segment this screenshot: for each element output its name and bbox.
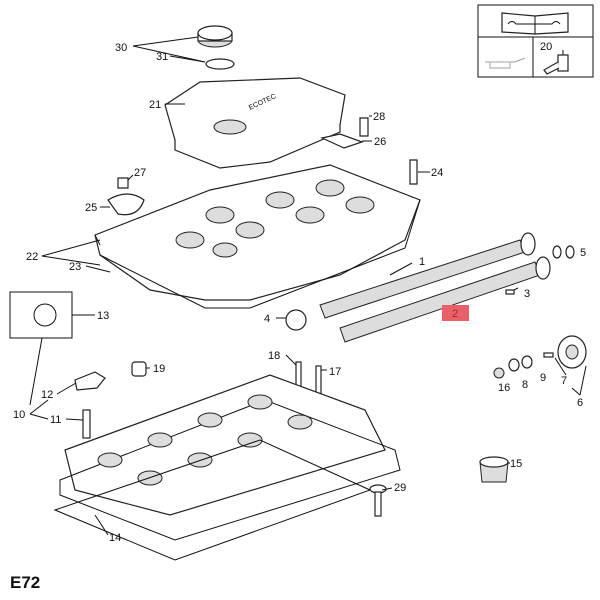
callout-31[interactable]: 31 bbox=[156, 51, 168, 63]
callout-8[interactable]: 8 bbox=[522, 379, 528, 391]
callout-13[interactable]: 13 bbox=[97, 310, 109, 322]
pin-9 bbox=[543, 352, 554, 358]
callout-28[interactable]: 28 bbox=[373, 111, 385, 123]
sensor-25 bbox=[107, 193, 145, 216]
callout-26[interactable]: 26 bbox=[374, 136, 386, 148]
repair-manual-icon bbox=[501, 12, 569, 35]
washer-8 bbox=[521, 355, 533, 369]
seal-5 bbox=[552, 245, 562, 259]
callout-15[interactable]: 15 bbox=[510, 458, 522, 470]
oil-seal-4 bbox=[285, 309, 307, 331]
camshaft-2 bbox=[339, 256, 551, 343]
oil-filler-cap bbox=[197, 25, 233, 48]
callout-5[interactable]: 5 bbox=[580, 247, 586, 259]
callout-22[interactable]: 22 bbox=[26, 251, 38, 263]
callout-29[interactable]: 29 bbox=[394, 482, 406, 494]
callout-14[interactable]: 14 bbox=[109, 532, 121, 544]
callout-2-highlight bbox=[442, 305, 469, 321]
camshaft-housing bbox=[94, 164, 421, 309]
leader-lines bbox=[29, 36, 587, 536]
cap-seal-ring bbox=[205, 58, 235, 70]
callout-16[interactable]: 16 bbox=[498, 382, 510, 394]
callout-7[interactable]: 7 bbox=[561, 375, 567, 387]
key-3 bbox=[505, 289, 515, 295]
callout-4[interactable]: 4 bbox=[264, 313, 270, 325]
legend-box: 20 bbox=[477, 4, 594, 78]
callout-12[interactable]: 12 bbox=[41, 389, 53, 401]
bolt-16 bbox=[493, 367, 505, 379]
sprocket-6 bbox=[557, 335, 587, 369]
oil-can-icon bbox=[485, 57, 526, 69]
callout-17[interactable]: 17 bbox=[329, 366, 341, 378]
bracket-12 bbox=[74, 371, 106, 391]
bolt-24 bbox=[409, 159, 418, 185]
bolt-27 bbox=[117, 177, 129, 189]
callout-21[interactable]: 21 bbox=[149, 99, 161, 111]
callout-27[interactable]: 27 bbox=[134, 167, 146, 179]
callout-10[interactable]: 10 bbox=[13, 409, 25, 421]
o-ring-13-box bbox=[9, 291, 73, 339]
stud-11 bbox=[82, 409, 91, 439]
cap-15 bbox=[479, 456, 509, 483]
gasket-26 bbox=[320, 133, 364, 149]
callout-labels: 30 31 21 28 26 27 25 24 22 23 1 5 3 2 4 … bbox=[13, 42, 586, 544]
callout-11[interactable]: 11 bbox=[50, 414, 61, 426]
callout-6[interactable]: 6 bbox=[577, 397, 583, 409]
bolt-28 bbox=[359, 117, 369, 137]
callout-30[interactable]: 30 bbox=[115, 42, 127, 54]
engine-cover: ECOTEC bbox=[164, 77, 346, 169]
callout-3[interactable]: 3 bbox=[524, 288, 530, 300]
plug-19 bbox=[131, 361, 147, 377]
sealant-tube-icon bbox=[543, 50, 569, 75]
callout-23[interactable]: 23 bbox=[69, 261, 81, 273]
callout-19[interactable]: 19 bbox=[153, 363, 165, 375]
callout-2[interactable]: 2 bbox=[452, 308, 458, 320]
diagram-code: E72 bbox=[10, 573, 40, 592]
housing-bores bbox=[175, 179, 375, 258]
callout-1[interactable]: 1 bbox=[419, 256, 425, 268]
camshaft-1 bbox=[319, 232, 536, 319]
callout-25[interactable]: 25 bbox=[85, 202, 97, 214]
callout-24[interactable]: 24 bbox=[431, 167, 443, 179]
callout-20: 20 bbox=[540, 41, 552, 53]
cylinder-head bbox=[59, 374, 401, 541]
callout-9[interactable]: 9 bbox=[540, 372, 546, 384]
callout-18[interactable]: 18 bbox=[268, 350, 280, 362]
